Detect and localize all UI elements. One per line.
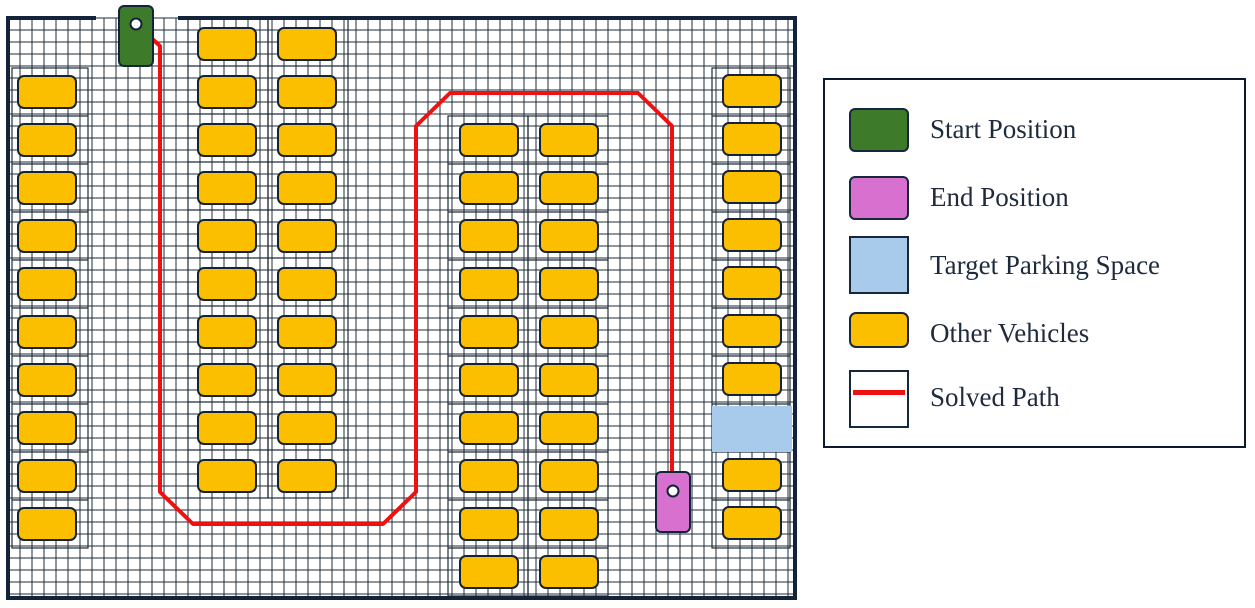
vehicle: [277, 171, 337, 205]
vehicle: [277, 219, 337, 253]
lot-wall: [6, 16, 797, 600]
lot-boundary: [6, 16, 797, 600]
vehicle: [277, 315, 337, 349]
legend-label: Solved Path: [930, 382, 1060, 412]
legend-label: Other Vehicles: [930, 318, 1090, 348]
legend-label: Start Position: [930, 114, 1077, 144]
vehicle: [197, 123, 257, 157]
vehicle: [722, 170, 782, 204]
vehicle: [539, 411, 599, 445]
vehicle: [459, 555, 519, 589]
legend-label: End Position: [930, 182, 1069, 212]
vehicle: [459, 411, 519, 445]
vehicle: [539, 171, 599, 205]
vehicle: [197, 363, 257, 397]
vehicle: [17, 363, 77, 397]
vehicle: [17, 411, 77, 445]
vehicle: [539, 555, 599, 589]
vehicle: [17, 315, 77, 349]
vehicle: [459, 459, 519, 493]
vehicle: [277, 363, 337, 397]
vehicle: [277, 459, 337, 493]
vehicle: [459, 123, 519, 157]
vehicle: [539, 363, 599, 397]
other-vehicles: [17, 27, 782, 589]
vehicle: [197, 27, 257, 61]
vehicle: [17, 507, 77, 541]
vehicle: [197, 315, 257, 349]
vehicle: [459, 267, 519, 301]
legend: Start Position End Position Target Parki…: [823, 78, 1246, 448]
vehicle: [722, 314, 782, 348]
vehicle: [197, 171, 257, 205]
legend-label: Target Parking Space: [930, 250, 1161, 280]
vehicle: [459, 219, 519, 253]
vehicle: [722, 506, 782, 540]
vehicle: [722, 458, 782, 492]
vehicle: [17, 267, 77, 301]
target-swatch: [849, 236, 909, 294]
vehicle: [17, 75, 77, 109]
vehicle: [459, 363, 519, 397]
vehicle: [539, 219, 599, 253]
vehicle: [277, 267, 337, 301]
vehicle: [17, 123, 77, 157]
vehicle: [722, 74, 782, 108]
vehicle: [539, 459, 599, 493]
vehicle: [277, 411, 337, 445]
vehicle: [539, 123, 599, 157]
solved-path: [134, 22, 674, 526]
target-parking-space[interactable]: [712, 406, 792, 452]
end-vehicle[interactable]: [655, 471, 691, 533]
vehicle: [459, 315, 519, 349]
vehicle: [197, 411, 257, 445]
vehicle-swatch: [849, 312, 909, 348]
start-swatch: [849, 108, 909, 152]
end-swatch: [849, 176, 909, 220]
vehicle: [459, 171, 519, 205]
vehicle: [722, 362, 782, 396]
vehicle: [197, 75, 257, 109]
end-marker-icon: [666, 484, 680, 498]
vehicle: [459, 507, 519, 541]
vehicle: [17, 171, 77, 205]
vehicle: [17, 459, 77, 493]
start-marker-icon: [129, 17, 143, 31]
parking-lot-map: [6, 5, 797, 600]
vehicle: [722, 122, 782, 156]
vehicle: [539, 507, 599, 541]
vehicle: [539, 267, 599, 301]
vehicle: [722, 218, 782, 252]
vehicle: [197, 459, 257, 493]
vehicle: [277, 27, 337, 61]
vehicle: [17, 219, 77, 253]
vehicle: [539, 315, 599, 349]
vehicle: [197, 267, 257, 301]
vehicle: [277, 75, 337, 109]
vehicle: [277, 123, 337, 157]
vehicle: [197, 219, 257, 253]
path-swatch: [849, 370, 909, 428]
start-vehicle[interactable]: [118, 5, 154, 67]
vehicle: [722, 266, 782, 300]
grid-lines: [7, 17, 795, 598]
